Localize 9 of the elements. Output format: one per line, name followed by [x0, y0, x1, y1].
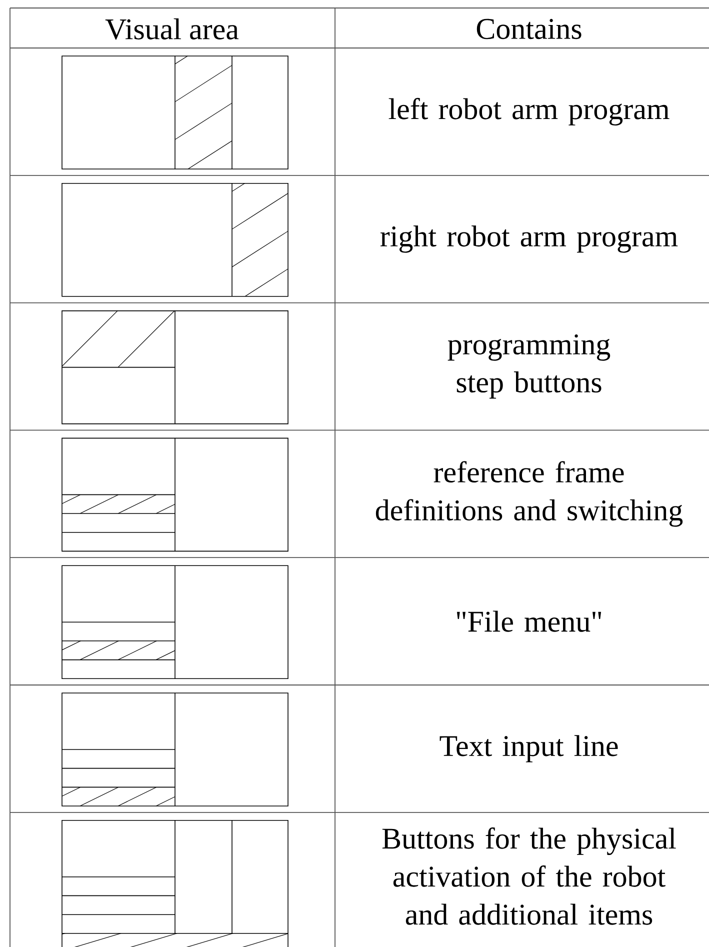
cell-text: Text input line — [440, 735, 618, 762]
cell-text: Buttons for the physical activation of the robot and additional items — [382, 827, 676, 925]
column-header: Contains — [476, 18, 582, 40]
cell-text: "File menu" — [456, 610, 602, 632]
cell-text: right robot arm program — [380, 225, 678, 253]
cell-text: programming step buttons — [448, 334, 610, 399]
cell-text: reference frame definitions and switching — [376, 461, 683, 527]
column-header: Visual area — [105, 18, 239, 40]
cell-text: left robot arm program — [388, 98, 670, 126]
